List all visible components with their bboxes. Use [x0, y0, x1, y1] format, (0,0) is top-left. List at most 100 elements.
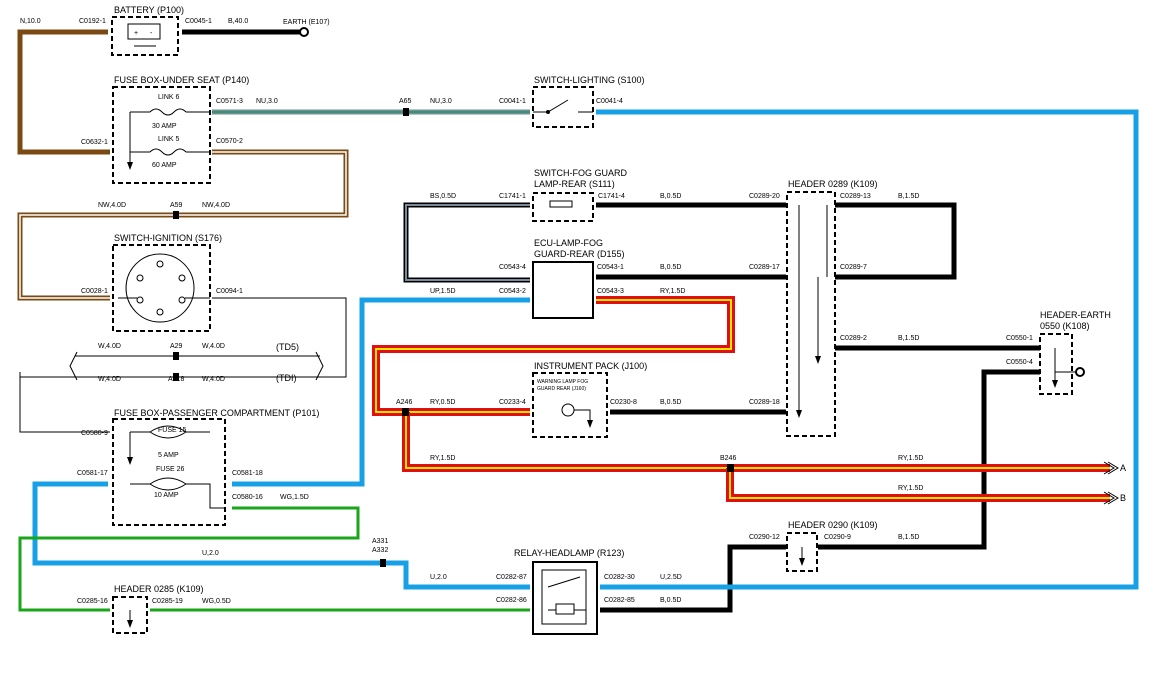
svg-text:B,0.5D: B,0.5D — [660, 264, 681, 271]
svg-text:SWITCH-IGNITION (S176): SWITCH-IGNITION (S176) — [114, 233, 222, 243]
svg-text:60 AMP: 60 AMP — [152, 162, 177, 169]
svg-text:A246: A246 — [396, 399, 412, 406]
svg-text:HEADER 0285 (K109): HEADER 0285 (K109) — [114, 584, 204, 594]
svg-text:B,40.0: B,40.0 — [228, 18, 248, 25]
svg-text:C0289-13: C0289-13 — [840, 193, 871, 200]
svg-text:ECU-LAMP-FOG: ECU-LAMP-FOG — [534, 238, 603, 248]
header-0290: HEADER 0290 (K109) — [786, 520, 878, 572]
svg-text:NW,4.0D: NW,4.0D — [98, 202, 126, 209]
switch-lighting: SWITCH-LIGHTING (S100) — [532, 75, 645, 128]
wire-n-10 — [17, 29, 110, 155]
svg-text:C0192-1: C0192-1 — [79, 18, 106, 25]
instrument-pack: INSTRUMENT PACK (J100) WARNING LAMP FOG … — [532, 361, 647, 438]
fuse-box-under-seat: FUSE BOX-UNDER SEAT (P140) LINK 6 30 AMP… — [112, 75, 249, 184]
svg-text:C0571-3: C0571-3 — [216, 98, 243, 105]
svg-text:C1741-1: C1741-1 — [499, 193, 526, 200]
svg-text:C0233-4: C0233-4 — [499, 399, 526, 406]
svg-text:C0289-2: C0289-2 — [840, 335, 867, 342]
wire-up-1-5 — [232, 297, 530, 487]
svg-text:A59: A59 — [170, 202, 183, 209]
svg-text:C0282-87: C0282-87 — [496, 574, 527, 581]
svg-text:BS,0.5D: BS,0.5D — [430, 193, 456, 200]
svg-text:B246: B246 — [720, 455, 736, 462]
svg-text:A65: A65 — [399, 98, 412, 105]
svg-text:HEADER-EARTH: HEADER-EARTH — [1040, 310, 1111, 320]
svg-text:RY,1.5D: RY,1.5D — [898, 485, 923, 492]
svg-text:B,0.5D: B,0.5D — [660, 193, 681, 200]
svg-text:C0282-30: C0282-30 — [604, 574, 635, 581]
svg-text:C0580-9: C0580-9 — [81, 430, 108, 437]
svg-text:NW,4.0D: NW,4.0D — [202, 202, 230, 209]
svg-text:RY,1.5D: RY,1.5D — [898, 455, 923, 462]
svg-text:B,1.5D: B,1.5D — [898, 193, 919, 200]
svg-text:A: A — [1120, 463, 1126, 473]
svg-text:C0581-18: C0581-18 — [232, 470, 263, 477]
svg-text:C0543-4: C0543-4 — [499, 264, 526, 271]
svg-text:W,4.0D: W,4.0D — [98, 343, 121, 350]
svg-text:B: B — [1120, 493, 1126, 503]
svg-text:B,0.5D: B,0.5D — [660, 597, 681, 604]
svg-text:(TDI): (TDI) — [276, 373, 297, 383]
svg-text:FUSE BOX-UNDER SEAT (P140): FUSE BOX-UNDER SEAT (P140) — [114, 75, 249, 85]
svg-text:C1741-4: C1741-4 — [598, 193, 625, 200]
svg-text:C0550-4: C0550-4 — [1006, 359, 1033, 366]
svg-text:5 AMP: 5 AMP — [158, 452, 179, 459]
svg-text:C0570-2: C0570-2 — [216, 138, 243, 145]
svg-text:LINK 6: LINK 6 — [158, 94, 180, 101]
svg-text:UP,1.5D: UP,1.5D — [430, 288, 456, 295]
svg-text:RELAY-HEADLAMP (R123): RELAY-HEADLAMP (R123) — [514, 548, 624, 558]
svg-text:RY,1.5D: RY,1.5D — [430, 455, 455, 462]
battery-label: BATTERY (P100) — [114, 5, 184, 15]
svg-text:INSTRUMENT PACK (J100): INSTRUMENT PACK (J100) — [534, 361, 647, 371]
svg-text:C0041-4: C0041-4 — [596, 98, 623, 105]
wire-u-2-5 — [596, 109, 1139, 590]
svg-text:A518: A518 — [168, 376, 184, 383]
wire-ry — [372, 296, 1110, 502]
svg-text:A331: A331 — [372, 538, 388, 545]
svg-text:A29: A29 — [170, 343, 183, 350]
svg-text:C0289-18: C0289-18 — [749, 399, 780, 406]
svg-text:WARNING LAMP FOG: WARNING LAMP FOG — [537, 379, 588, 385]
svg-text:FUSE BOX-PASSENGER COMPARTMENT: FUSE BOX-PASSENGER COMPARTMENT (P101) — [114, 408, 319, 418]
relay-headlamp: RELAY-HEADLAMP (R123) — [514, 548, 624, 635]
svg-text:C0543-1: C0543-1 — [597, 264, 624, 271]
ecu-lamp-fog: ECU-LAMP-FOG GUARD-REAR (D155) — [532, 238, 625, 319]
svg-text:C0041-1: C0041-1 — [499, 98, 526, 105]
svg-text:U,2.0: U,2.0 — [202, 550, 219, 557]
svg-text:SWITCH-LIGHTING (S100): SWITCH-LIGHTING (S100) — [534, 75, 645, 85]
wire-u-2 — [32, 481, 530, 590]
svg-text:RY,1.5D: RY,1.5D — [660, 288, 685, 295]
battery: + - BATTERY (P100) — [111, 5, 184, 56]
svg-text:B,0.5D: B,0.5D — [660, 399, 681, 406]
earth-e107: EARTH (E107) — [283, 19, 330, 37]
svg-text:C0543-2: C0543-2 — [499, 288, 526, 295]
splice-labels: A65 A59 A29 A518 A331 A332 A246 B246 — [168, 98, 736, 554]
header-earth-0550: HEADER-EARTH 0550 (K108) — [1039, 310, 1111, 395]
wire-wg — [18, 506, 360, 612]
svg-text:C0028-1: C0028-1 — [81, 288, 108, 295]
svg-text:0550 (K108): 0550 (K108) — [1040, 321, 1090, 331]
svg-text:U,2.5D: U,2.5D — [660, 574, 682, 581]
svg-text:N,10.0: N,10.0 — [20, 18, 41, 25]
svg-text:NU,3.0: NU,3.0 — [430, 98, 452, 105]
svg-text:30 AMP: 30 AMP — [152, 123, 177, 130]
svg-text:C0581-17: C0581-17 — [77, 470, 108, 477]
svg-text:FUSE 15: FUSE 15 — [158, 427, 187, 434]
wire-w-4 — [212, 297, 347, 378]
continuation-a-b: A B — [1103, 461, 1126, 505]
svg-text:C0632-1: C0632-1 — [81, 139, 108, 146]
splice-points — [173, 108, 734, 567]
svg-text:W,4.0D: W,4.0D — [202, 343, 225, 350]
switch-ignition: SWITCH-IGNITION (S176) — [112, 233, 222, 332]
svg-text:FUSE 26: FUSE 26 — [156, 466, 185, 473]
svg-text:A332: A332 — [372, 547, 388, 554]
svg-text:GUARD REAR (J160): GUARD REAR (J160) — [537, 386, 586, 392]
svg-text:U,2.0: U,2.0 — [430, 574, 447, 581]
fuse-box-passenger: FUSE BOX-PASSENGER COMPARTMENT (P101) FU… — [112, 408, 319, 526]
svg-text:HEADER 0290 (K109): HEADER 0290 (K109) — [788, 520, 878, 530]
svg-text:W,4.0D: W,4.0D — [98, 376, 121, 383]
svg-text:C0282-85: C0282-85 — [604, 597, 635, 604]
svg-text:B,1.5D: B,1.5D — [898, 335, 919, 342]
svg-text:10 AMP: 10 AMP — [154, 492, 179, 499]
